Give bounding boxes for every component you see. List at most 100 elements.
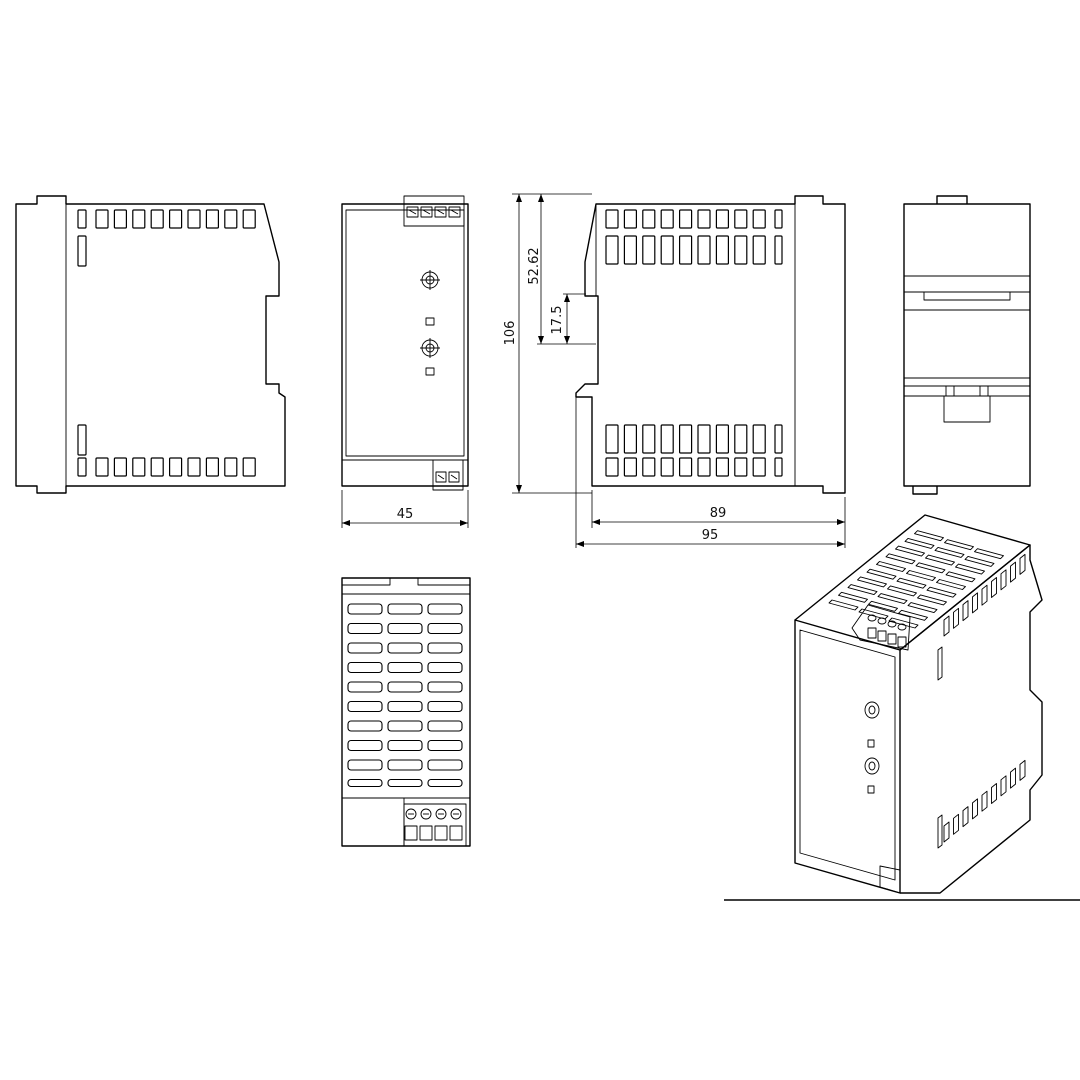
vent-slot <box>943 615 950 637</box>
vent-slot <box>974 548 1004 560</box>
vent-slot <box>937 814 943 849</box>
isometric-view <box>724 514 1080 901</box>
vent-slot <box>944 539 974 551</box>
vent-slot <box>678 209 693 229</box>
width-dimension-label: 45 <box>397 507 414 522</box>
vent-slot <box>953 607 959 629</box>
vent-slot <box>943 821 950 843</box>
vent-slot <box>427 661 463 674</box>
vent-slot <box>972 798 978 820</box>
vent-slot <box>132 209 146 229</box>
isometric-side-vent-slots <box>937 553 1026 849</box>
vent-slot <box>937 646 943 681</box>
vent-slot <box>917 594 947 606</box>
vent-slot <box>347 700 383 713</box>
vent-slot <box>715 424 730 454</box>
vent-slot <box>623 209 638 229</box>
vent-slot <box>347 720 383 732</box>
vent-slot <box>898 609 928 621</box>
potentiometer-icon <box>420 338 440 358</box>
vent-slot <box>605 235 619 265</box>
vent-slot <box>866 568 897 580</box>
terminal-screw-icon <box>887 620 897 628</box>
vent-slot <box>734 209 748 229</box>
vent-slot <box>132 457 146 477</box>
terminal-clamp <box>404 825 418 841</box>
terminal-clamp <box>877 630 887 642</box>
vent-slot <box>907 602 938 614</box>
vent-slot <box>962 806 969 828</box>
led-indicator <box>425 317 435 326</box>
top-view <box>341 577 471 847</box>
vent-slot <box>387 778 423 788</box>
offset-dimension-label: 52.62 <box>527 247 542 284</box>
vent-slot <box>605 209 619 229</box>
terminal-screw-slot <box>408 209 417 215</box>
vent-slot <box>774 235 783 265</box>
vent-slot <box>169 209 183 229</box>
vent-slot <box>858 608 889 620</box>
terminal-screw <box>420 206 433 218</box>
vent-slot <box>876 561 906 572</box>
terminal-screw-icon <box>877 617 887 625</box>
vent-slot <box>150 457 164 477</box>
left-vent-slots-bottom <box>77 457 256 477</box>
vent-slot <box>205 209 219 229</box>
vent-slot <box>697 209 711 229</box>
right-vent-slots <box>605 209 783 477</box>
vent-slot <box>605 457 619 477</box>
vent-slot <box>734 235 748 265</box>
vent-slot <box>187 457 201 477</box>
depth-inner-dimension-label: 89 <box>710 506 727 521</box>
vent-slot <box>904 537 935 549</box>
terminal-screw-slot <box>422 209 431 215</box>
vent-slot <box>1000 569 1007 591</box>
terminal-screw-slot <box>436 209 445 215</box>
vent-slot <box>427 700 463 713</box>
vent-slot <box>387 642 423 654</box>
left-vent-slots-top <box>77 209 256 229</box>
vent-slot <box>981 584 988 606</box>
vent-slot <box>427 622 463 635</box>
vent-slot <box>427 681 463 693</box>
vent-slot <box>774 457 783 477</box>
vent-slot <box>605 424 619 454</box>
vent-slot <box>169 457 183 477</box>
height-dimension-label: 106 <box>503 321 518 346</box>
vent-slot <box>623 235 638 265</box>
vent-slot <box>857 576 887 588</box>
vent-slot <box>991 577 997 598</box>
vent-slot <box>887 585 917 597</box>
vent-slot <box>678 424 693 454</box>
terminal-screw-slot <box>437 474 445 480</box>
left-side-view <box>15 195 286 494</box>
terminal-screw-icon <box>897 623 907 631</box>
terminal-housing <box>403 803 467 847</box>
vent-slot <box>660 424 674 454</box>
terminal-screw-icon <box>420 808 432 820</box>
vent-slot <box>868 600 898 612</box>
vent-slot <box>934 546 965 558</box>
terminal-screw <box>435 471 447 483</box>
vent-slot <box>113 209 128 229</box>
rail-dimension-label: 17.5 <box>550 306 565 335</box>
terminal-screw-icon <box>405 808 417 820</box>
led-indicator <box>867 739 875 748</box>
vent-slot <box>77 209 87 229</box>
terminal-screw-slot <box>450 474 458 480</box>
vent-slot <box>955 563 985 575</box>
terminal-screw <box>406 206 419 218</box>
vent-slot <box>224 457 238 477</box>
terminal-screw-icon <box>450 808 462 820</box>
vent-slot <box>387 720 423 732</box>
vent-slot <box>1000 775 1007 797</box>
vent-slot <box>387 759 423 771</box>
vent-slot <box>387 681 423 693</box>
vent-slot <box>752 457 766 477</box>
front-top-terminal-block <box>406 206 461 218</box>
top-terminal-block <box>403 803 467 847</box>
rear-view <box>903 195 1031 495</box>
vent-slot <box>113 457 128 477</box>
